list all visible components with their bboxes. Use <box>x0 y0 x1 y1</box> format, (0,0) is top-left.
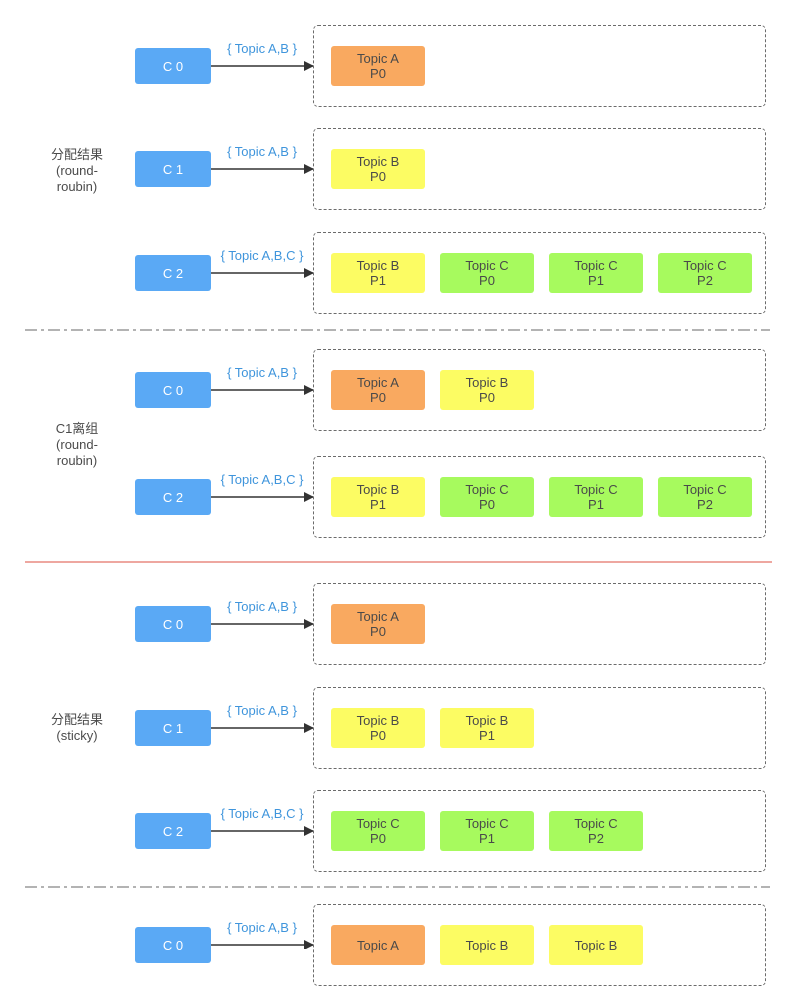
section-label-line: 分配结果 <box>50 712 103 727</box>
consumer-node[interactable]: C 1 <box>135 710 211 746</box>
partition-topic: Topic B <box>356 713 400 728</box>
assignment-box <box>313 25 766 107</box>
subscription-label: { Topic A,B,C } <box>220 472 304 487</box>
section-label-line: (round- <box>56 163 98 178</box>
partition-topic: Topic C <box>574 816 618 831</box>
partition-topic: Topic B <box>465 937 509 953</box>
partition-topic: Topic C <box>465 258 509 273</box>
section-label: 分配结果(sticky) <box>37 712 117 744</box>
partition-topic: Topic B <box>356 482 400 497</box>
partition-topic: Topic B <box>574 937 618 953</box>
partition-number: P2 <box>697 497 713 512</box>
partition-number: P1 <box>588 273 604 288</box>
partition-block: Topic B <box>440 925 534 965</box>
partition-number: P0 <box>479 273 495 288</box>
subscription-label: { Topic A,B } <box>227 920 297 935</box>
section-label-line: roubin) <box>56 453 98 468</box>
partition-number: P2 <box>697 273 713 288</box>
partition-block: Topic B <box>549 925 643 965</box>
consumer-node[interactable]: C 0 <box>135 372 211 408</box>
partition-number: P0 <box>479 390 495 405</box>
assignment-box <box>313 583 766 665</box>
partition-topic: Topic A <box>357 609 399 624</box>
consumer-node[interactable]: C 2 <box>135 479 211 515</box>
partition-number: P0 <box>479 497 495 512</box>
partition-topic: Topic A <box>357 51 399 66</box>
partition-block: Topic A <box>331 925 425 965</box>
partition-number: P1 <box>479 831 495 846</box>
assignment-box <box>313 232 766 314</box>
consumer-node[interactable]: C 2 <box>135 813 211 849</box>
assignment-box <box>313 790 766 872</box>
assignment-box <box>313 687 766 769</box>
assignment-box <box>313 349 766 431</box>
partition-number: P0 <box>370 390 386 405</box>
partition-topic: Topic C <box>574 482 618 497</box>
subscription-label: { Topic A,B } <box>227 365 297 380</box>
partition-number: P0 <box>370 169 386 184</box>
partition-topic: Topic C <box>465 482 509 497</box>
subscription-label: { Topic A,B } <box>227 144 297 159</box>
partition-topic: Topic C <box>683 482 727 497</box>
partition-number: P0 <box>370 66 386 81</box>
assignment-box <box>313 456 766 538</box>
section-label: 分配结果(round-roubin) <box>37 147 117 195</box>
partition-topic: Topic A <box>357 375 399 390</box>
subscription-label: { Topic A,B } <box>227 703 297 718</box>
partition-topic: Topic C <box>356 816 400 831</box>
partition-number: P0 <box>370 624 386 639</box>
partition-number: P1 <box>588 497 604 512</box>
partition-topic: Topic B <box>465 375 509 390</box>
subscription-label: { Topic A,B,C } <box>220 806 304 821</box>
partition-topic: Topic B <box>356 258 400 273</box>
section-label-line: C1离组 <box>55 421 99 436</box>
section-label-line: roubin) <box>56 179 98 194</box>
consumer-node[interactable]: C 0 <box>135 48 211 84</box>
partition-number: P1 <box>479 728 495 743</box>
partition-topic: Topic B <box>356 154 400 169</box>
subscription-label: { Topic A,B,C } <box>220 248 304 263</box>
partition-number: P1 <box>370 273 386 288</box>
partition-topic: Topic B <box>465 713 509 728</box>
connector-layer <box>25 61 772 949</box>
section-label: C1离组(round-roubin) <box>37 421 117 469</box>
consumer-node[interactable]: C 1 <box>135 151 211 187</box>
section-label-line: 分配结果 <box>50 147 103 162</box>
consumer-node[interactable]: C 2 <box>135 255 211 291</box>
section-label-line: (round- <box>56 437 98 452</box>
section-label-line: (sticky) <box>56 728 98 743</box>
partition-number: P2 <box>588 831 604 846</box>
partition-topic: Topic C <box>574 258 618 273</box>
subscription-label: { Topic A,B } <box>227 41 297 56</box>
consumer-node[interactable]: C 0 <box>135 606 211 642</box>
partition-topic: Topic C <box>683 258 727 273</box>
partition-topic: Topic A <box>357 937 399 953</box>
assignment-box <box>313 128 766 210</box>
partition-number: P0 <box>370 831 386 846</box>
partition-topic: Topic C <box>465 816 509 831</box>
partition-number: P0 <box>370 728 386 743</box>
consumer-node[interactable]: C 0 <box>135 927 211 963</box>
subscription-label: { Topic A,B } <box>227 599 297 614</box>
partition-number: P1 <box>370 497 386 512</box>
